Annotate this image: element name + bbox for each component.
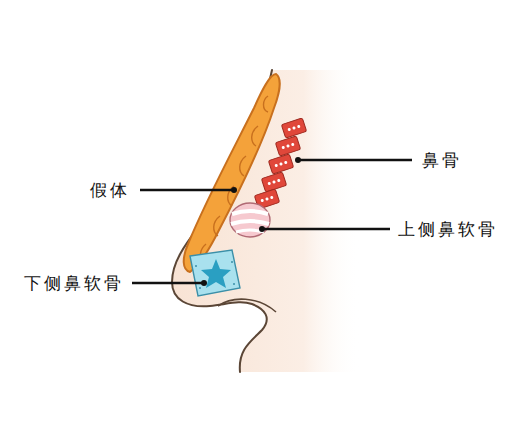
nostril	[218, 299, 276, 312]
implant	[184, 74, 280, 272]
part-label: 假体	[90, 180, 130, 200]
part-label: 上侧鼻软骨	[398, 219, 498, 239]
leader-dots	[201, 157, 301, 286]
nasal-bone	[254, 118, 306, 209]
leader-line	[132, 282, 204, 285]
implant-texture	[200, 96, 268, 262]
skin	[172, 70, 360, 372]
leader-lines	[132, 160, 412, 283]
part-label: 鼻骨	[422, 150, 462, 170]
leader-line	[140, 189, 234, 192]
leader-line	[262, 228, 390, 231]
part-label: 下侧鼻软骨	[24, 273, 124, 293]
lower-lateral-cartilage	[190, 250, 240, 296]
upper-lateral-cartilage	[230, 203, 270, 237]
leader-line	[298, 159, 412, 162]
